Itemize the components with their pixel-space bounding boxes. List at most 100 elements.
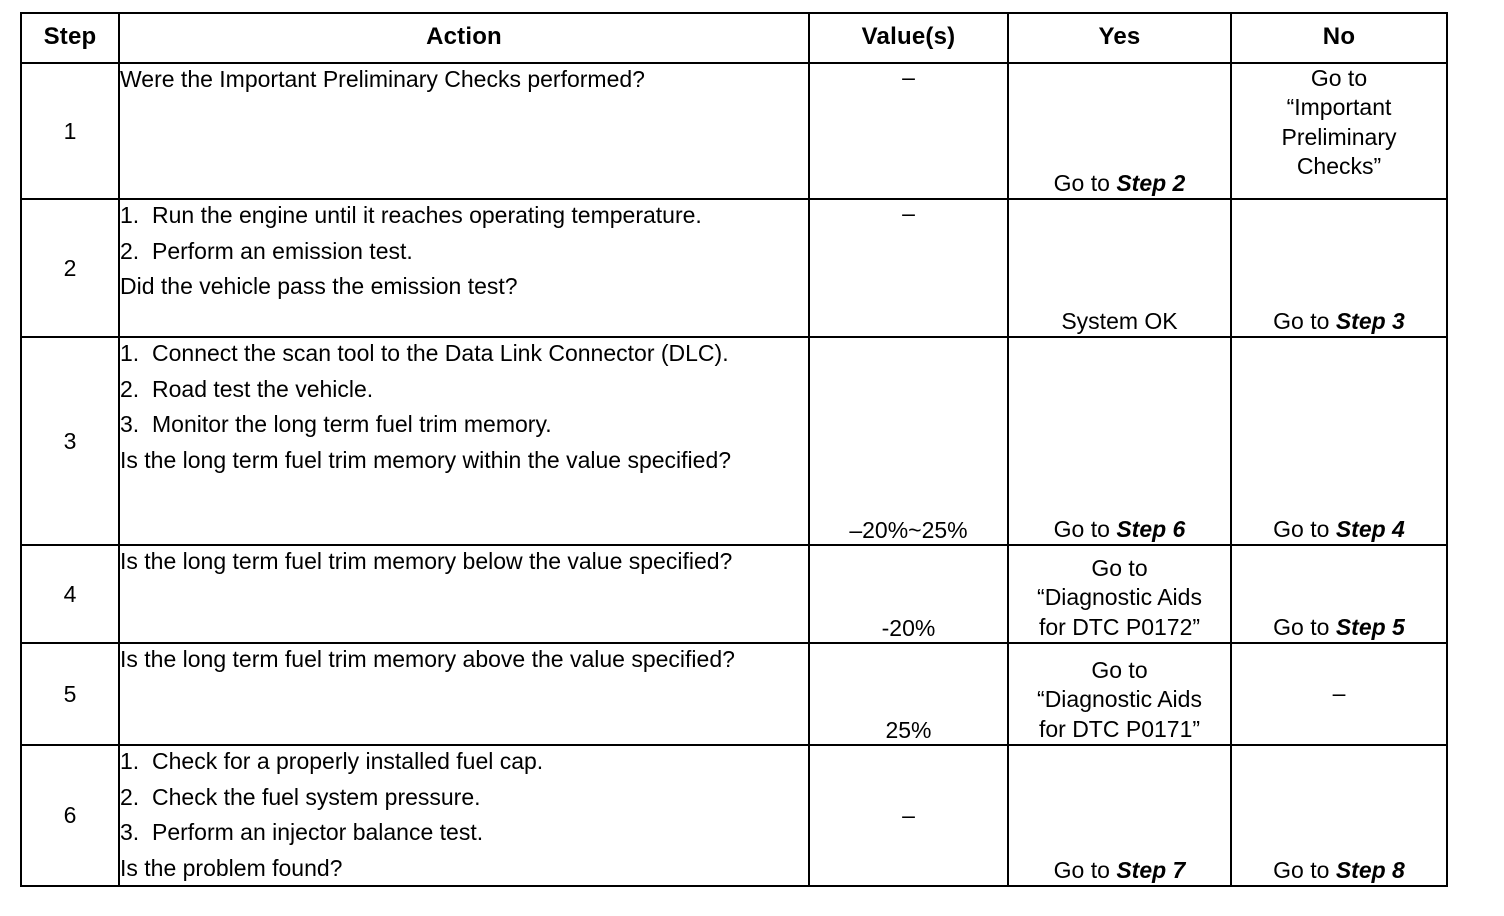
yes-text: Go to xyxy=(1053,169,1117,196)
value-cell: – xyxy=(808,62,1009,200)
no-cell: Go to “Important Preliminary Checks” xyxy=(1230,62,1448,200)
list-item: 1.Check for a properly installed fuel ca… xyxy=(120,746,808,778)
no-cell: Go to Step 8 xyxy=(1230,744,1448,887)
list-item: 2. Road test the vehicle. xyxy=(120,374,808,406)
value-text: –20%~25% xyxy=(849,517,968,543)
list-item-text: Connect the scan tool to the Data Link C… xyxy=(152,340,729,366)
yes-cell: Go to “Diagnostic Aids for DTC P0171” xyxy=(1007,642,1232,746)
value-text: – xyxy=(902,200,915,226)
list-marker: 3. xyxy=(120,819,140,846)
no-text: Go to xyxy=(1273,856,1336,883)
action-cell: 1. Connect the scan tool to the Data Link… xyxy=(118,336,810,546)
action-cell: 1. Run the engine until it reaches operat… xyxy=(118,198,810,338)
yes-text: System OK xyxy=(1061,307,1178,334)
list-item: 1. Connect the scan tool to the Data Link… xyxy=(120,338,808,370)
action-cell: Were the Important Preliminary Checks pe… xyxy=(118,62,810,200)
value-cell: -20% xyxy=(808,544,1009,644)
action-step-list: 1.Check for a properly installed fuel ca… xyxy=(120,746,808,849)
diagnostic-table: Step Action Value(s) Yes No 1 Were the I… xyxy=(20,12,1448,887)
table-row: 4 Is the long term fuel trim memory belo… xyxy=(20,544,1448,644)
value-text: -20% xyxy=(881,615,936,641)
no-line: “Important xyxy=(1286,94,1392,121)
action-question: Is the problem found? xyxy=(120,855,343,882)
list-marker: 1. xyxy=(120,748,140,774)
list-marker: 1. xyxy=(120,340,140,366)
column-header-value: Value(s) xyxy=(808,12,1009,64)
list-marker: 2. xyxy=(120,783,140,810)
no-text: – xyxy=(1332,680,1346,707)
action-question: Is the long term fuel trim memory below … xyxy=(120,548,733,574)
table-header-row: Step Action Value(s) Yes No xyxy=(20,12,1448,64)
yes-line: for DTC P0172” xyxy=(1038,613,1201,640)
action-question: Did the vehicle pass the emission test? xyxy=(120,273,518,300)
value-text: 25% xyxy=(885,717,932,743)
yes-step-reference: Step 2 xyxy=(1116,169,1186,196)
yes-line: for DTC P0171” xyxy=(1038,715,1201,742)
table-row: 6 1.Check for a properly installed fuel … xyxy=(20,744,1448,887)
value-cell: – xyxy=(808,198,1009,338)
no-step-reference: Step 4 xyxy=(1335,515,1405,542)
value-text: – xyxy=(902,801,915,828)
table-row: 5 Is the long term fuel trim memory abov… xyxy=(20,642,1448,746)
list-marker: 2. xyxy=(120,375,140,402)
no-step-reference: Step 3 xyxy=(1335,307,1405,334)
step-number: 2 xyxy=(20,198,120,338)
no-text: Go to xyxy=(1273,515,1336,542)
table-row: 1 Were the Important Preliminary Checks … xyxy=(20,62,1448,200)
list-marker: 2. xyxy=(120,237,140,264)
list-item: 2.Perform an emission test. xyxy=(120,236,808,268)
table-row: 3 1.Connect the scan tool to the Data Li… xyxy=(20,336,1448,546)
yes-cell: Go to Step 7 xyxy=(1007,744,1232,887)
list-item-text: Run the engine until it reaches operatin… xyxy=(152,202,702,228)
no-cell: – xyxy=(1230,642,1448,746)
action-question: Is the long term fuel trim memory within… xyxy=(120,447,732,474)
step-number: 5 xyxy=(20,642,120,746)
list-item-text: Monitor the long term fuel trim memory. xyxy=(152,411,552,438)
yes-step-reference: Step 7 xyxy=(1116,856,1186,883)
yes-text: Go to xyxy=(1053,515,1117,542)
list-item: 3. Monitor the long term fuel trim memory… xyxy=(120,409,808,441)
column-header-no: No xyxy=(1230,12,1448,64)
yes-cell: Go to “Diagnostic Aids for DTC P0172” xyxy=(1007,544,1232,644)
yes-cell: Go to Step 6 xyxy=(1007,336,1232,546)
yes-cell: Go to Step 2 xyxy=(1007,62,1232,200)
no-cell: Go to Step 5 xyxy=(1230,544,1448,644)
step-number: 6 xyxy=(20,744,120,887)
no-text: Go to xyxy=(1273,613,1336,640)
column-header-step: Step xyxy=(20,12,120,64)
step-number: 4 xyxy=(20,544,120,644)
yes-cell: System OK xyxy=(1007,198,1232,338)
yes-text: Go to xyxy=(1053,856,1117,883)
action-question: Were the Important Preliminary Checks pe… xyxy=(120,66,645,92)
no-cell: Go to Step 4 xyxy=(1230,336,1448,546)
list-item-text: Check the fuel system pressure. xyxy=(152,783,481,810)
no-text: Go to xyxy=(1273,307,1336,334)
no-step-reference: Step 8 xyxy=(1335,856,1405,883)
action-cell: 1.Check for a properly installed fuel ca… xyxy=(118,744,810,887)
yes-line: Go to xyxy=(1091,554,1148,581)
list-item-text: Perform an injector balance test. xyxy=(152,819,484,846)
action-cell: Is the long term fuel trim memory above … xyxy=(118,642,810,746)
yes-line: “Diagnostic Aids xyxy=(1037,584,1202,611)
step-number: 1 xyxy=(20,62,120,200)
list-marker: 3. xyxy=(120,411,140,438)
column-header-yes: Yes xyxy=(1007,12,1232,64)
list-marker: 1. xyxy=(120,202,140,228)
no-step-reference: Step 5 xyxy=(1335,613,1405,640)
list-item-text: Road test the vehicle. xyxy=(152,375,374,402)
list-item: 2. Check the fuel system pressure. xyxy=(120,782,808,814)
yes-line: “Diagnostic Aids xyxy=(1037,686,1202,713)
action-question: Is the long term fuel trim memory above … xyxy=(120,646,735,672)
value-cell: 25% xyxy=(808,642,1009,746)
no-line: Preliminary xyxy=(1281,123,1397,150)
list-item: 3. Perform an injector balance test. xyxy=(120,817,808,849)
action-step-list: 1. Run the engine until it reaches operat… xyxy=(120,200,808,267)
value-cell: – xyxy=(808,744,1009,887)
list-item: 1. Run the engine until it reaches operat… xyxy=(120,200,808,232)
column-header-action: Action xyxy=(118,12,810,64)
value-text: – xyxy=(902,64,915,90)
yes-step-reference: Step 6 xyxy=(1116,515,1186,542)
value-cell: –20%~25% xyxy=(808,336,1009,546)
no-line: Checks” xyxy=(1296,153,1382,180)
